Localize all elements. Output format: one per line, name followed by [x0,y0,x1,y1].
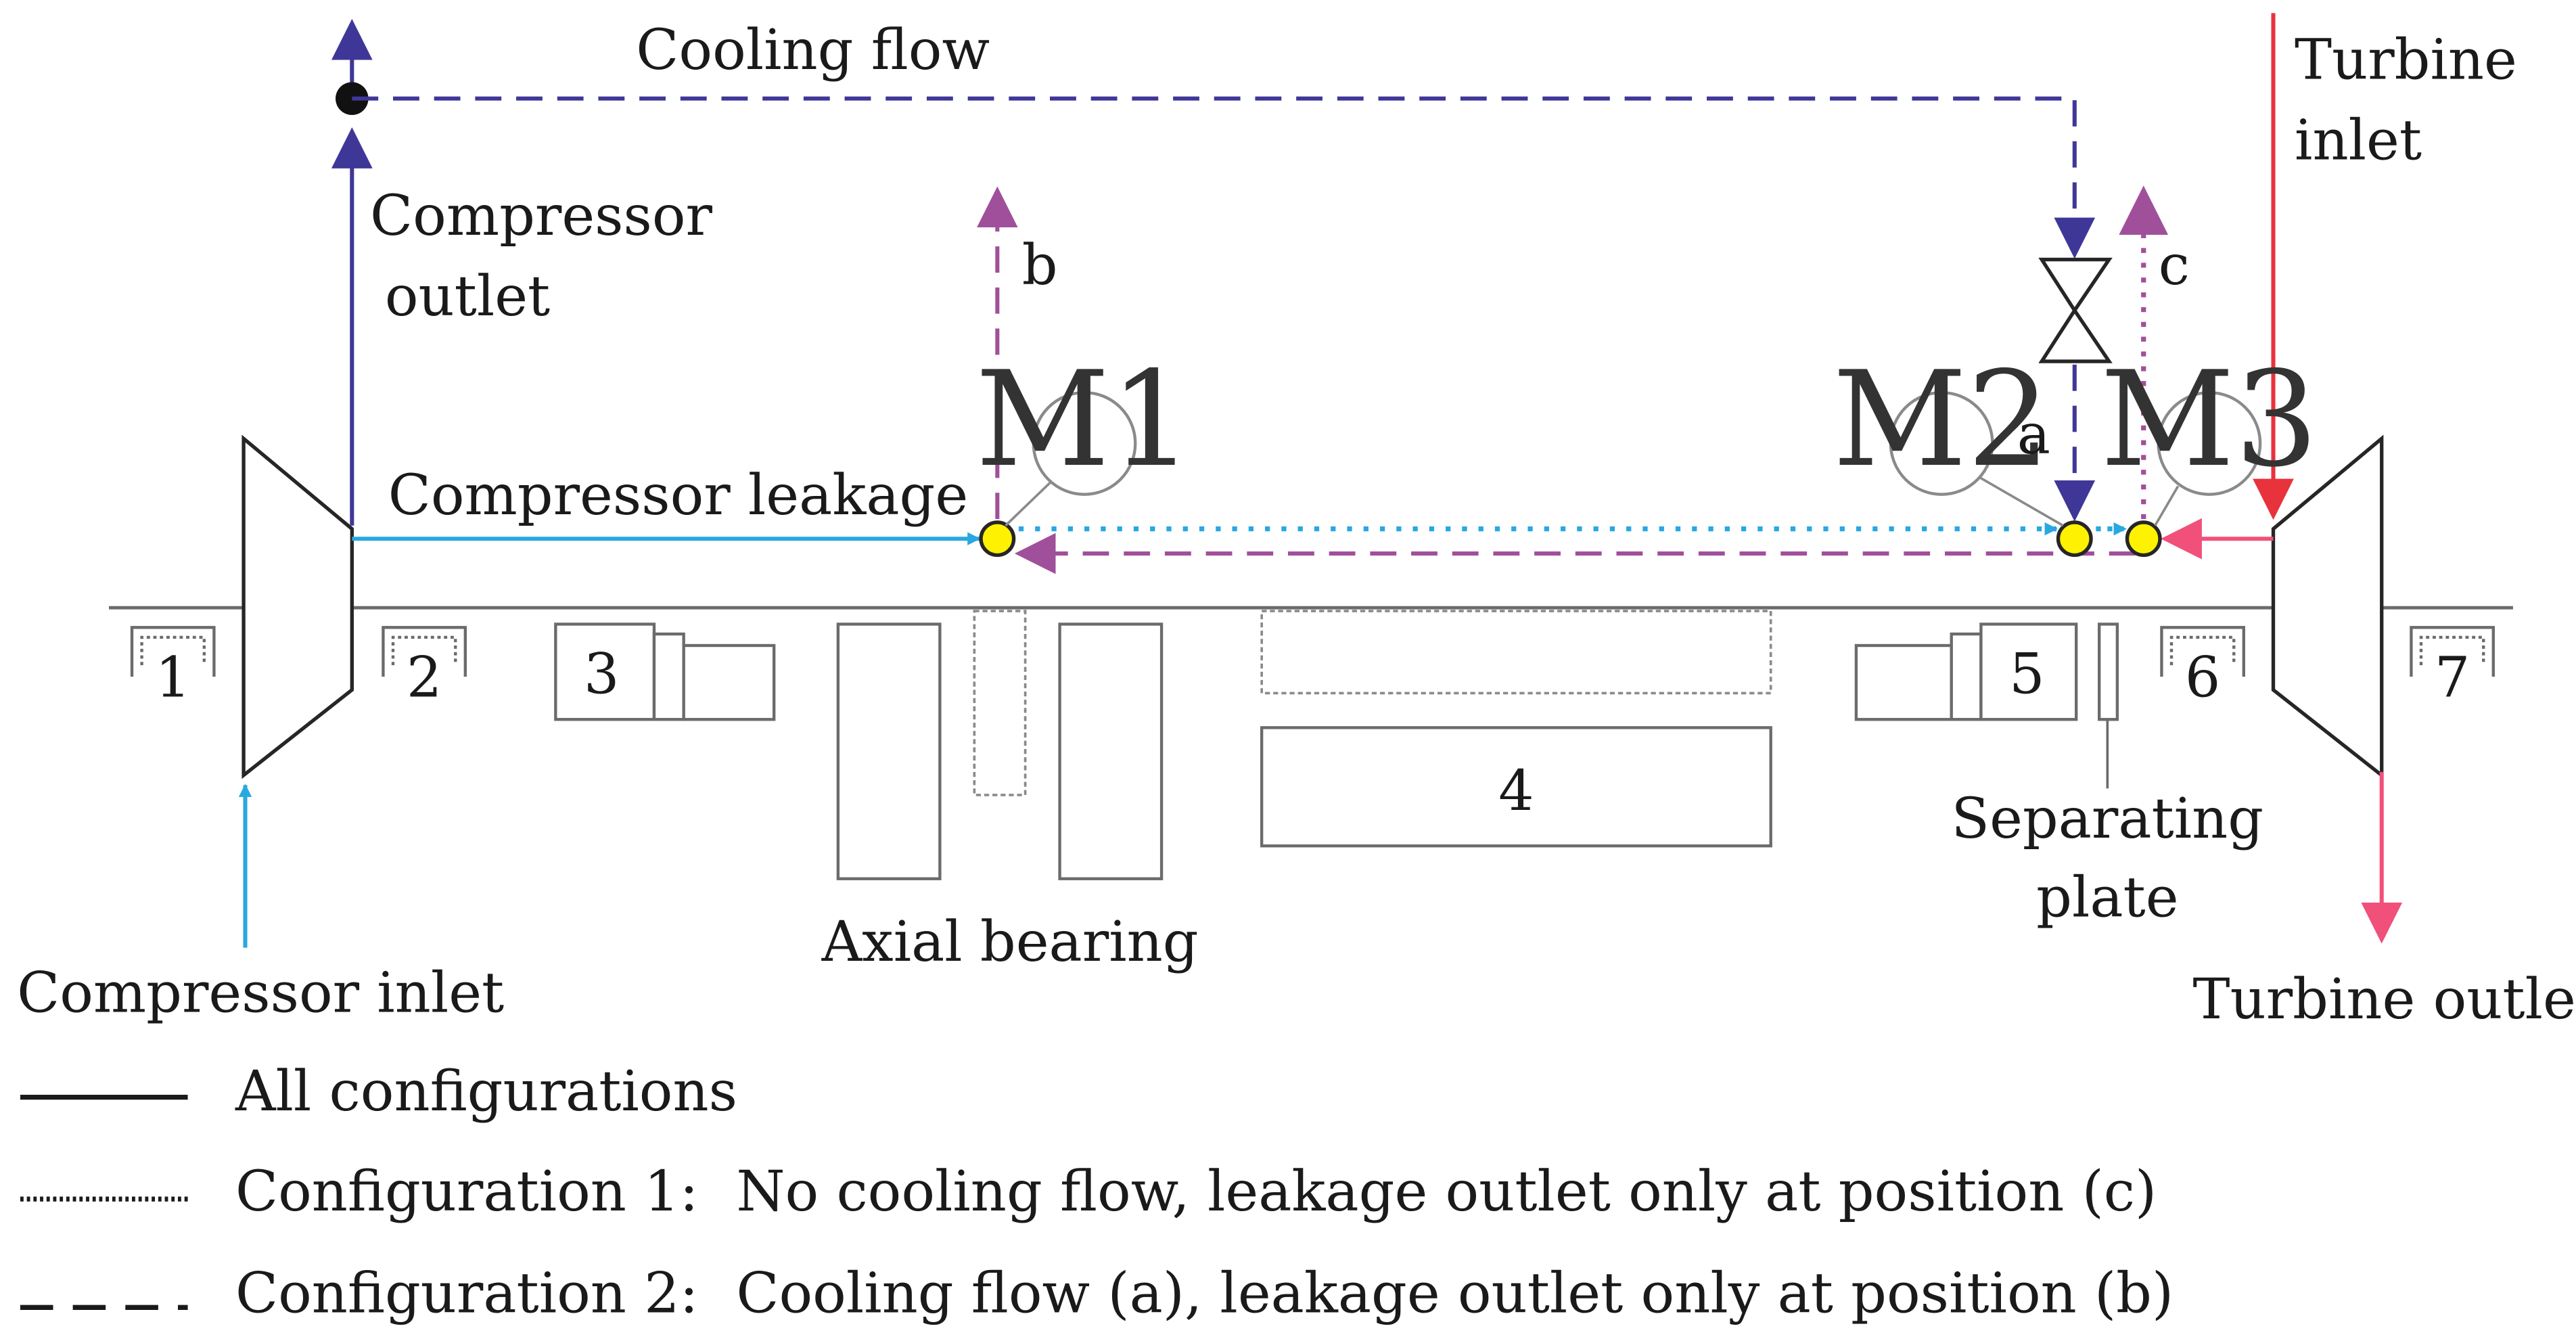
m2-callout [1889,390,1994,496]
m1-callout [1032,390,1137,496]
component-4-dotted [1260,610,1772,695]
component-7-label: 7 [2435,645,2470,710]
component-4 [1260,726,1772,848]
axial-bearing-disc [973,610,1027,796]
component-1-label: 1 [155,645,190,710]
housing-bracket-6 [2160,626,2246,677]
component-2-label: 2 [407,645,442,710]
component-3-label: 3 [584,641,620,706]
component-5-label: 5 [2009,641,2045,706]
compressor-leakage-label: Compressor leakage [388,463,968,528]
legend-configuration-2-description: Cooling flow (a), leakage outlet only at… [736,1261,2174,1326]
position-c-label: c [2159,233,2190,298]
axial-bearing-right-plate [1058,622,1164,880]
cooling-flow-junction [336,82,369,115]
legend-all-configurations: All configurations [235,1059,737,1124]
compressor-outlet-label-line2: outlet [385,264,550,329]
turbine-outlet-label: Turbine outlet [2193,967,2576,1032]
legend-configuration-1-label: Configuration 1: [235,1159,699,1224]
axial-bearing-label: Axial bearing [821,909,1199,974]
m3-label: M3 [2100,343,2318,496]
m1-label: M1 [975,343,1193,496]
m3-callout [2157,390,2262,496]
radial-bearing-5 [1854,622,2078,721]
m1-callout-leader [1005,480,1053,527]
compressor-outlet-label-line1: Compressor [370,183,713,248]
compressor-inlet-label: Compressor inlet [17,960,504,1025]
measurement-point-m3 [2125,520,2162,558]
housing-bracket-7 [2410,626,2495,677]
axial-bearing-left-plate [836,622,942,880]
separating-plate-label-line1: Separating [1952,786,2264,851]
m2-callout-leader [1977,475,2064,527]
housing-bracket-1 [130,626,216,677]
component-6-label: 6 [2185,645,2221,710]
separating-plate [2098,622,2119,721]
m3-callout-leader [2154,485,2180,526]
measurement-point-m2 [2056,520,2093,558]
legend-configuration-1-description: No cooling flow, leakage outlet only at … [736,1159,2157,1224]
turbine-inlet-label-line1: Turbine [2295,28,2517,93]
compressor-wheel [242,434,354,779]
legend-configuration-2-label: Configuration 2: [235,1261,699,1326]
separating-plate-label-line2: plate [2036,865,2178,930]
measurement-point-m1 [979,520,1016,558]
turbine-wheel [2271,434,2384,779]
cooling-flow-line [352,96,2096,259]
turbine-inlet-label-line2: inlet [2295,108,2422,173]
radial-bearing-3 [554,622,776,721]
cooling-flow-valve [2038,257,2113,363]
legend: All configurations Configuration 1: No c… [20,1059,2174,1326]
housing-bracket-2 [382,626,467,677]
cooling-flow-label: Cooling flow [636,18,990,83]
m2-label: M2 [1833,343,2050,496]
component-4-label: 4 [1498,758,1534,823]
position-b-label: b [1022,233,1058,298]
position-a-label: a [2017,402,2050,467]
